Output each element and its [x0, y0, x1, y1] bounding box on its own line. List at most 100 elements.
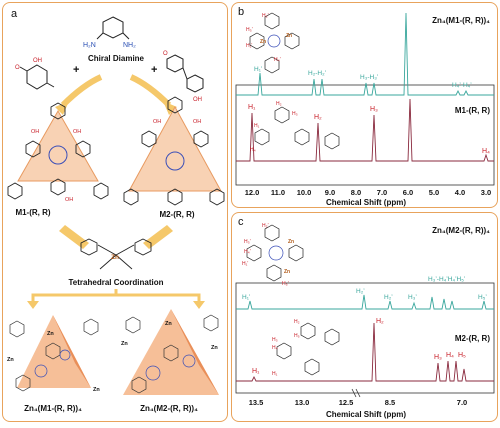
b-peak-h1: H₁ — [248, 104, 256, 111]
b-struct-h4: H₄ — [250, 147, 256, 153]
panel-b-bottom-spectrum — [236, 98, 494, 162]
c-struct-h5p: H₅’ — [282, 281, 289, 287]
tetrahedral-label: Tetrahedral Coordination — [69, 278, 164, 287]
panel-b-cage-structure — [249, 12, 300, 74]
b-peak-h2: H₂ — [314, 114, 322, 121]
panel-c-bottom-spectrum — [236, 322, 494, 382]
c-tick-2: 12.5 — [339, 398, 354, 407]
m1-macrocycle-structure — [7, 102, 109, 200]
b-tick-8: 4.0 — [455, 188, 465, 197]
b-struct-h4p: H₄’ — [274, 57, 281, 63]
b-tick-5: 7.0 — [377, 188, 387, 197]
c-struct-zn-1: Zn — [288, 239, 294, 245]
b-peak-h2-h2p: H₂-H₂’ — [308, 70, 327, 77]
plus-left: + — [73, 64, 79, 76]
b-peak-h3-h3p: H₃-H₃’ — [360, 74, 379, 81]
c-peak-h3p: H₃’ — [408, 294, 417, 301]
b-struct-h1: H₁ — [254, 123, 260, 129]
zn-atom: Zn — [111, 254, 119, 261]
b-struct-zn-1: Zn — [260, 39, 266, 45]
cage1-zn-right: Zn — [93, 387, 100, 393]
arrow-m1-to-zn — [59, 225, 89, 249]
c-peak-h4: H₄ — [446, 352, 454, 359]
amine-label-right: NH₂ — [123, 42, 136, 49]
panel-c-top-spectrum — [236, 294, 494, 310]
c-peak-h1p: H₁’ — [242, 294, 251, 301]
panel-c-letter: c — [238, 216, 244, 228]
panel-b-spectrum: b H₂’ H₃’ H₁’ H₄’ Zn Zn H₁ H₂ H₃ H₄ Zn₄(… — [235, 6, 495, 207]
b-tick-9: 3.0 — [481, 188, 491, 197]
panel-b-bottom-label: M1-(R, R) — [455, 106, 490, 115]
b-struct-h1p: H₁’ — [246, 43, 252, 49]
panel-c-cage-structure — [246, 224, 304, 282]
cage1-zn-top: Zn — [47, 331, 54, 337]
bracket — [31, 293, 201, 303]
c-peak-h5p: H₅’ — [478, 294, 487, 301]
cage2-zn-right: Zn — [211, 345, 218, 351]
bracket-arrow-right — [193, 301, 205, 309]
panel-a: a H₂N NH₂ Chiral Diamine + + OH O OH O — [2, 2, 228, 422]
c-struct-h3p: H₃’ — [244, 239, 251, 245]
c-tick-3: 8.5 — [385, 398, 395, 407]
c-struct-h5: H₅ — [294, 333, 300, 339]
bracket-arrow-left — [27, 301, 39, 309]
aldehyde-left-o: O — [15, 65, 20, 71]
aldehyde-right-o: O — [163, 51, 168, 57]
arrow-head-m2 — [163, 101, 177, 115]
panel-c-axis-title: Chemical Shift (ppm) — [326, 410, 406, 419]
cage2-tetrahedron — [123, 309, 219, 395]
m2-macrocycle-structure — [123, 96, 225, 206]
c-struct-h2: H₂ — [294, 319, 300, 325]
axis-break-1 — [351, 388, 357, 398]
panel-b-letter: b — [238, 6, 244, 18]
b-struct-h3: H₃ — [292, 111, 298, 117]
dialdehyde-left-structure — [19, 64, 55, 90]
panel-c-bottom-label: M2-(R, R) — [455, 334, 490, 343]
panel-b-plot-frame — [235, 84, 495, 186]
arrow-head-m1 — [55, 101, 69, 115]
plus-right: + — [151, 64, 157, 76]
m2-label: M2-(R, R) — [159, 210, 194, 219]
axis-break-2 — [355, 388, 361, 398]
panel-c-spectrum: c H₁’ H₂’ H₃’ H₄’ H₅’ Zn Zn H₁ H₂ H₃ H₄ … — [235, 216, 495, 419]
c-struct-h1p: H₁’ — [242, 261, 248, 267]
c-peak-h1: H₁ — [252, 368, 260, 375]
panel-b-top-spectrum — [236, 12, 494, 96]
b-peak-h4p: H₄’-H₄’ — [452, 82, 472, 89]
c-struct-h2p: H₂’ — [262, 223, 269, 229]
c-peak-h3: H₃ — [434, 354, 442, 361]
cage2-zn-top: Zn — [165, 321, 172, 327]
m1-oh-3: OH — [65, 197, 73, 203]
m2-oh-1: OH — [153, 119, 161, 125]
c-struct-zn-2: Zn — [284, 269, 290, 275]
b-peak-h4: H₄ — [482, 148, 490, 155]
cage1-label: Zn₄(M1-(R, R))₄ — [24, 404, 82, 413]
c-peak-h2p: H₂’ — [384, 294, 393, 301]
m2-oh-2: OH — [193, 119, 201, 125]
b-tick-2: 10.0 — [297, 188, 312, 197]
panel-b-axis-title: Chemical Shift (ppm) — [326, 198, 406, 207]
panel-b-ligand-structure — [254, 106, 340, 150]
c-struct-h4: H₄ — [272, 345, 278, 351]
b-peak-h3: H₃ — [370, 106, 378, 113]
b-tick-4: 8.0 — [351, 188, 361, 197]
b-tick-3: 9.0 — [325, 188, 335, 197]
cage2-zn-left: Zn — [121, 341, 128, 347]
panel-c-ligand-structure — [276, 322, 340, 376]
m1-oh-1: OH — [31, 129, 39, 135]
m1-oh-2: OH — [73, 129, 81, 135]
panel-b: b H₂’ H₃’ H₁’ H₄’ Zn Zn H₁ H₂ H₃ H₄ Zn₄(… — [231, 2, 498, 208]
chiral-diamine-label: Chiral Diamine — [88, 54, 145, 63]
panel-c: c H₁’ H₂’ H₃’ H₄’ H₅’ Zn Zn H₁ H₂ H₃ H₄ … — [231, 212, 498, 422]
panel-a-scheme: a H₂N NH₂ Chiral Diamine + + OH O OH O — [7, 8, 225, 413]
panel-c-plot-frame — [235, 282, 495, 394]
dialdehyde-right-structure — [166, 54, 204, 93]
c-peak-h2: H₂ — [376, 318, 384, 325]
cage2-label: Zn₄(M2-(R, R))₄ — [140, 404, 198, 413]
b-tick-0: 12.0 — [245, 188, 260, 197]
c-peak-h3-h5: H₃’-H₄’H₄’H₅’ — [428, 276, 466, 283]
c-tick-0: 13.5 — [249, 398, 264, 407]
panel-c-top-label: Zn₄(M2-(R, R))₄ — [432, 226, 490, 235]
c-tick-1: 13.0 — [295, 398, 310, 407]
chiral-diamine-structure — [96, 16, 130, 40]
